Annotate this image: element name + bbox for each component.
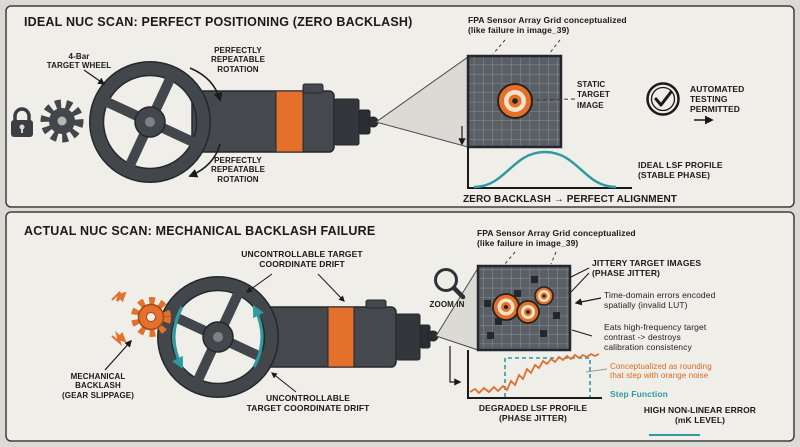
step-function-dashed bbox=[504, 357, 591, 397]
dead-pixel-squares bbox=[484, 276, 560, 339]
rotation-label-bottom: PERFECTLY REPEATABLE ROTATION bbox=[210, 156, 266, 184]
static-target-label: STATIC TARGET IMAGE bbox=[577, 80, 610, 110]
drift-top-leader-1 bbox=[246, 273, 273, 293]
step-function-label: Step Function bbox=[610, 389, 668, 399]
jitter-label-leader-2 bbox=[570, 272, 590, 293]
lens-to-graph-connector-failure bbox=[449, 346, 462, 386]
target-wheel-failure bbox=[157, 276, 279, 398]
zoom-in-label: ZOOM IN bbox=[429, 300, 465, 309]
drift-top-leader-2 bbox=[317, 273, 345, 302]
failure-panel-art bbox=[5, 211, 795, 442]
fpa-caption-failure: FPA Sensor Array Grid conceptualized (li… bbox=[477, 228, 636, 249]
camera-assembly-failure bbox=[261, 299, 439, 368]
error-caption: HIGH NON-LINEAR ERROR (mK LEVEL) bbox=[643, 405, 757, 426]
rotation-arc-bottom bbox=[188, 143, 221, 178]
lsf-caption-ideal: IDEAL LSF PROFILE (STABLE PHASE) bbox=[638, 160, 723, 181]
automated-badge-label: AUTOMATED TESTING PERMITTED bbox=[690, 84, 745, 115]
wheel-label-leader bbox=[83, 69, 106, 85]
drift-bottom-leader bbox=[271, 372, 297, 393]
fpa-caption-leader-4 bbox=[550, 251, 557, 265]
drift-label-bottom: UNCONTROLLABLE TARGET COORDINATE DRIFT bbox=[246, 393, 370, 414]
contrast-note-leader bbox=[571, 329, 593, 337]
drift-arc-left bbox=[172, 306, 184, 370]
fpa-caption-leader-2 bbox=[548, 39, 561, 55]
rotation-arc-top bbox=[189, 67, 223, 102]
static-bullseye-target bbox=[497, 83, 533, 119]
rounding-note-leader bbox=[585, 368, 608, 373]
drift-label-top: UNCONTROLLABLE TARGET COORDINATE DRIFT bbox=[241, 249, 363, 270]
fpa-grid-failure bbox=[476, 264, 572, 352]
jittery-bullseye-targets bbox=[492, 286, 554, 324]
ideal-panel-art bbox=[5, 5, 795, 208]
jitter-label-leader-1 bbox=[570, 267, 590, 278]
lsf-graph-failure bbox=[467, 350, 602, 399]
ideal-panel-title: IDEAL NUC SCAN: PERFECT POSITIONING (ZER… bbox=[24, 15, 413, 29]
lsf-graph-ideal bbox=[467, 147, 632, 189]
backlash-label-leader bbox=[104, 339, 132, 371]
time-domain-note: Time-domain errors encoded spatially (in… bbox=[604, 290, 716, 311]
slippage-zigzag-bottom bbox=[111, 330, 127, 347]
gaussian-lsf-curve bbox=[473, 150, 617, 189]
time-domain-arrow bbox=[574, 297, 602, 306]
backlash-label: MECHANICAL BACKLASH (GEAR SLIPPAGE) bbox=[61, 372, 135, 400]
rotation-label-top: PERFECTLY REPEATABLE ROTATION bbox=[210, 46, 266, 74]
fpa-caption-leader-3 bbox=[504, 251, 516, 265]
camera-assembly-ideal bbox=[191, 83, 379, 153]
camera-orange-band bbox=[275, 90, 304, 153]
wheel-label: 4-Bar TARGET WHEEL bbox=[46, 52, 112, 71]
lock-icon bbox=[11, 107, 33, 137]
drift-arc-right bbox=[252, 304, 264, 368]
target-wheel-ideal bbox=[89, 61, 211, 183]
camera-orange-band-failure bbox=[327, 306, 355, 368]
magnifier-icon bbox=[434, 268, 466, 300]
noisy-step-response bbox=[469, 352, 600, 395]
jitter-label: JITTERY TARGET IMAGES (PHASE JITTER) bbox=[592, 258, 702, 279]
failure-panel-title: ACTUAL NUC SCAN: MECHANICAL BACKLASH FAI… bbox=[24, 224, 376, 238]
check-badge-icon bbox=[646, 82, 680, 116]
ideal-footer-caption: ZERO BACKLASH → PERFECT ALIGNMENT bbox=[462, 194, 678, 205]
slippage-zigzag-top bbox=[111, 291, 127, 303]
fpa-grid-ideal bbox=[466, 54, 563, 149]
gear-icon bbox=[40, 99, 84, 143]
backlash-gear-icon bbox=[131, 297, 171, 337]
contrast-note: Eats high-frequency target contrast -> d… bbox=[604, 322, 707, 353]
rounding-note: Conceptualized as rounding that step wit… bbox=[610, 362, 712, 381]
fpa-caption-ideal: FPA Sensor Array Grid conceptualized (li… bbox=[468, 15, 627, 36]
degraded-caption: DEGRADED LSF PROFILE (PHASE JITTER) bbox=[478, 403, 588, 424]
static-target-leader bbox=[536, 98, 576, 101]
